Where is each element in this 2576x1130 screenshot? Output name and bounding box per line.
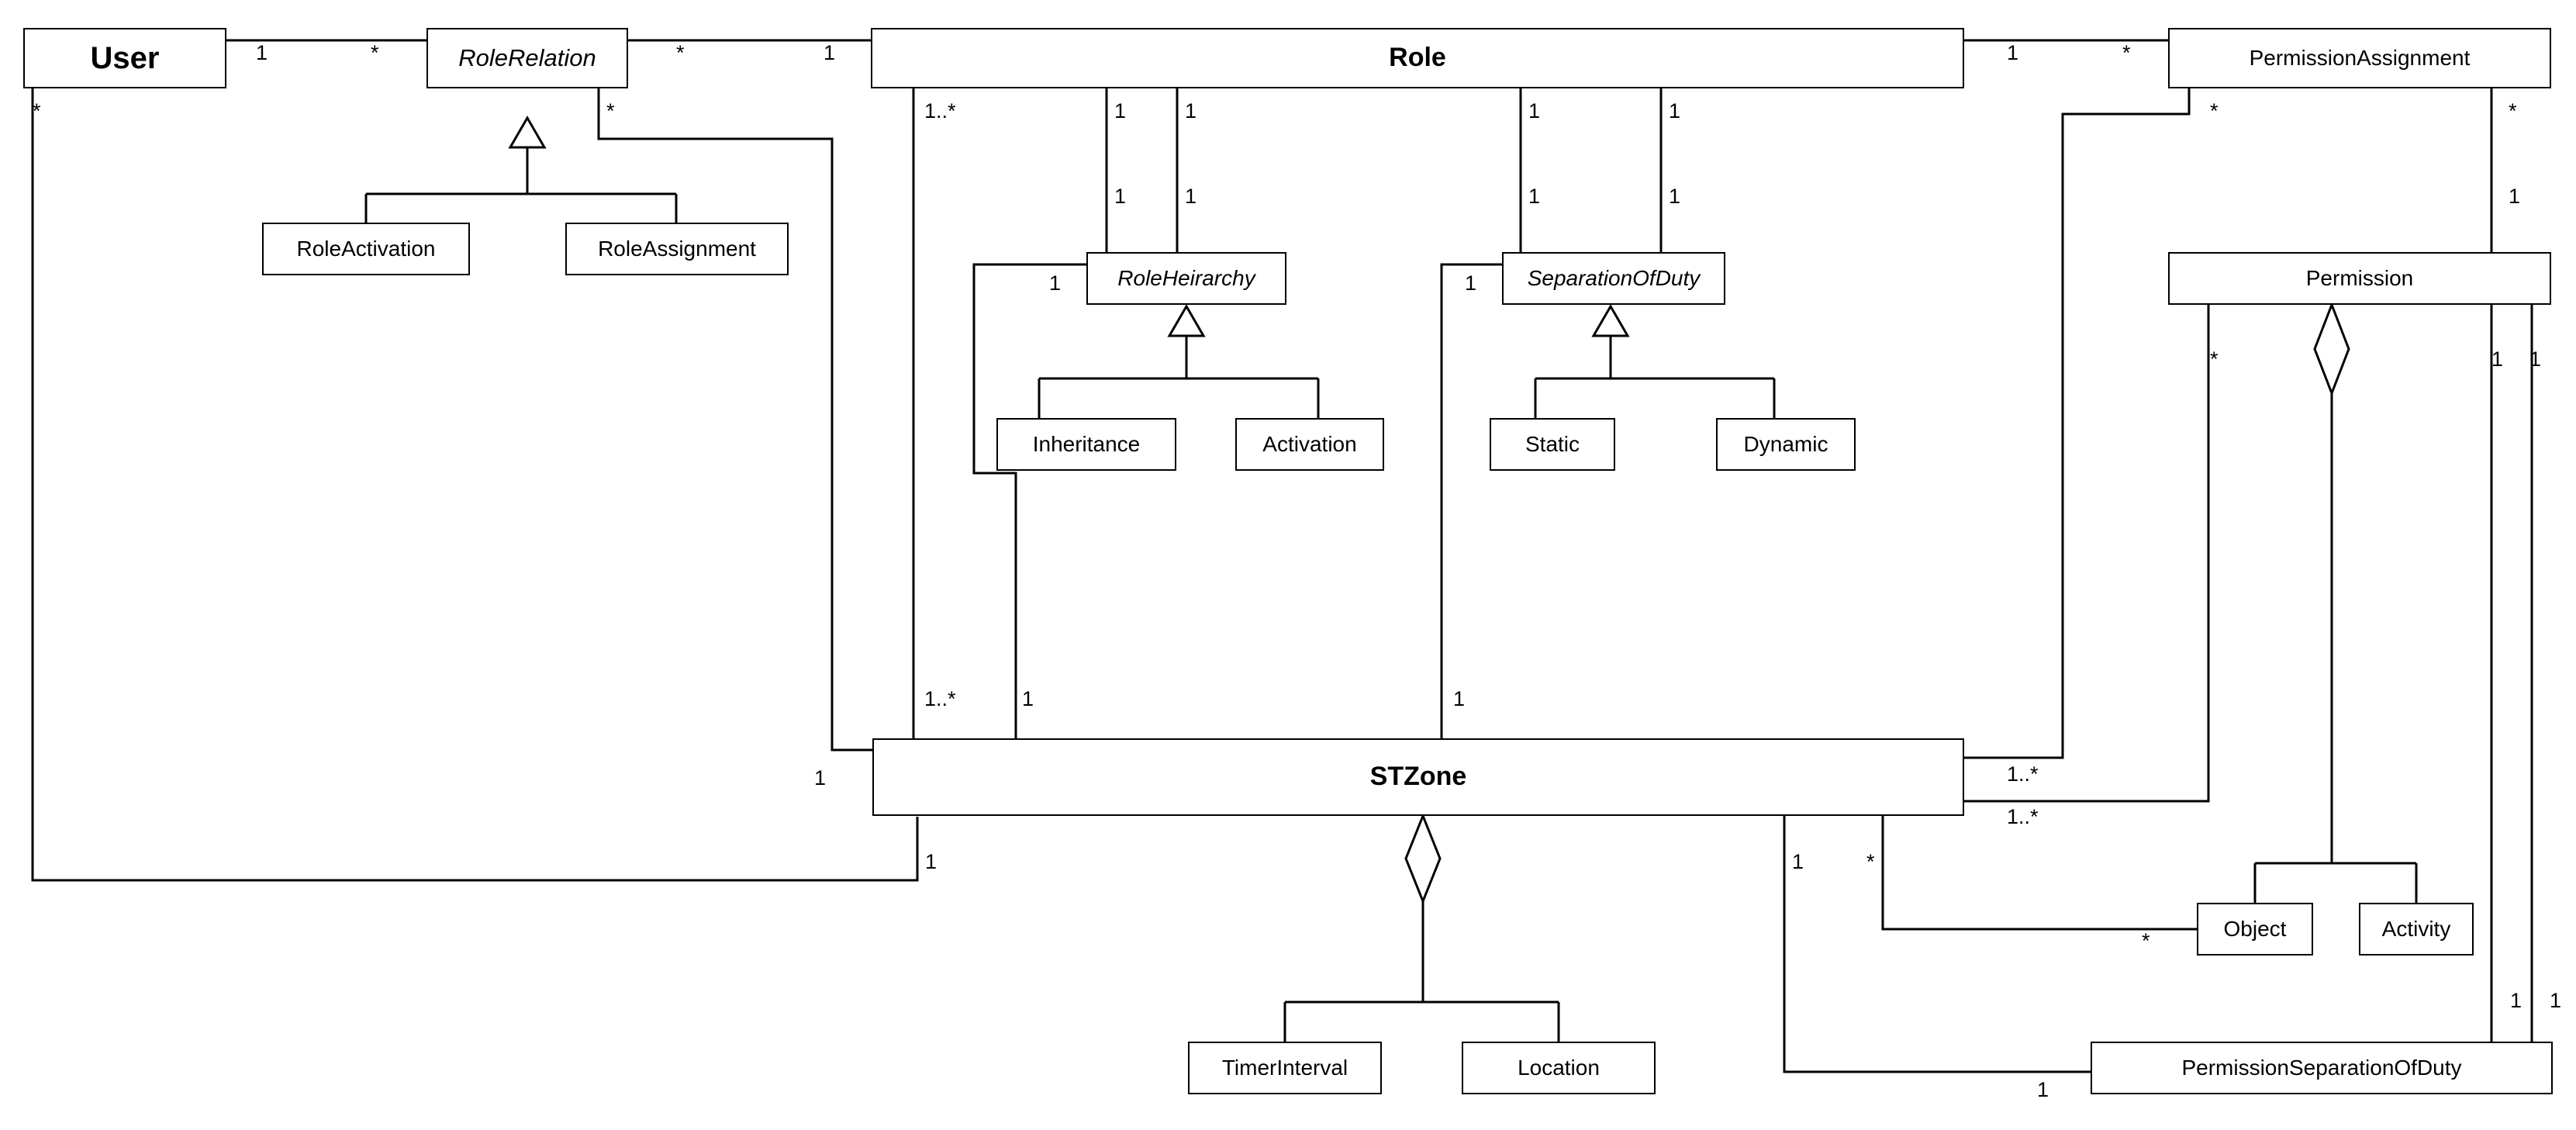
class-name-inheritance: Inheritance bbox=[1032, 431, 1141, 456]
multiplicity-permission-right-b: 1 bbox=[2529, 347, 2542, 371]
multiplicity-role-to-sepofduty-b-upper: 1 bbox=[1669, 99, 1681, 123]
multiplicity-rolerelation-to-role-source: * bbox=[676, 41, 685, 64]
class-name-rolerelation: RoleRelation bbox=[458, 43, 596, 71]
multiplicity-role-to-roleheirarchy-b-lower: 1 bbox=[1185, 185, 1197, 208]
aggregation-diamond-permission bbox=[2313, 301, 2350, 397]
multiplicity-permission-right-a: 1 bbox=[2491, 347, 2504, 371]
multiplicity-user-to-rolerelation-target: * bbox=[371, 41, 379, 64]
multiplicity-stzone-bottom-a: 1 bbox=[1792, 850, 1804, 873]
class-box-role[interactable]: Role bbox=[871, 28, 1964, 88]
multiplicity-sepofduty-left: 1 bbox=[1465, 271, 1477, 295]
class-box-permission[interactable]: Permission bbox=[2168, 252, 2551, 305]
multiplicity-stzone-bottom-b: * bbox=[1866, 850, 1875, 873]
edge-stzone-permsepofduty bbox=[1783, 816, 2091, 1073]
class-box-inheritance[interactable]: Inheritance bbox=[996, 418, 1176, 471]
class-box-permsepofduty[interactable]: PermissionSeparationOfDuty bbox=[2091, 1042, 2553, 1094]
class-name-stzone: STZone bbox=[1369, 762, 1467, 792]
multiplicity-roleheirarchy-to-stzone: 1 bbox=[1022, 687, 1034, 710]
class-name-static: Static bbox=[1525, 431, 1580, 456]
class-box-location[interactable]: Location bbox=[1462, 1042, 1656, 1094]
class-name-sepofduty: SeparationOfDuty bbox=[1527, 265, 1701, 290]
class-name-roleassignment: RoleAssignment bbox=[598, 236, 756, 261]
generalization-arrow-rolerelation bbox=[508, 116, 547, 149]
multiplicity-role-to-sepofduty-b-lower: 1 bbox=[1669, 185, 1681, 208]
class-box-dynamic[interactable]: Dynamic bbox=[1716, 418, 1856, 471]
multiplicity-object-left: * bbox=[2142, 929, 2150, 952]
multiplicity-permsepofduty-left: 1 bbox=[2037, 1078, 2049, 1101]
multiplicity-rolerelation-to-role-target: 1 bbox=[824, 41, 836, 64]
class-name-user: User bbox=[90, 41, 160, 75]
generalization-arrow-separationofduty bbox=[1591, 304, 1630, 337]
multiplicity-stzone-right-lower: 1..* bbox=[2007, 805, 2039, 828]
edge-separationofduty-stzone bbox=[1440, 263, 1502, 738]
class-name-roleactivation: RoleActivation bbox=[296, 236, 436, 261]
class-box-stzone[interactable]: STZone bbox=[872, 738, 1964, 816]
class-name-object: Object bbox=[2223, 916, 2287, 941]
class-box-static[interactable]: Static bbox=[1490, 418, 1615, 471]
multiplicity-user-to-stzone: 1 bbox=[925, 850, 938, 873]
class-box-object[interactable]: Object bbox=[2197, 903, 2313, 955]
class-box-roleheirarchy[interactable]: RoleHeirarchy bbox=[1086, 252, 1286, 305]
multiplicity-role-to-roleheirarchy-b-upper: 1 bbox=[1185, 99, 1197, 123]
class-name-timerinterval: TimerInterval bbox=[1221, 1055, 1348, 1080]
class-name-permission: Permission bbox=[2305, 265, 2414, 290]
multiplicity-permsepofduty-right-b: 1 bbox=[2550, 989, 2562, 1012]
class-name-dynamic: Dynamic bbox=[1743, 431, 1828, 456]
class-name-location: Location bbox=[1518, 1055, 1600, 1080]
class-name-activation: Activation bbox=[1262, 431, 1357, 456]
aggregation-diamond-stzone bbox=[1404, 812, 1442, 905]
multiplicity-roleassignment-down: * bbox=[606, 99, 615, 123]
multiplicity-user-down: * bbox=[33, 99, 41, 123]
class-box-sepofduty[interactable]: SeparationOfDuty bbox=[1502, 252, 1725, 305]
edge-roleheirarchy-stzone bbox=[972, 263, 1086, 738]
class-box-user[interactable]: User bbox=[23, 28, 226, 88]
multiplicity-permassign-down-left: * bbox=[2210, 99, 2219, 123]
class-name-permsepofduty: PermissionSeparationOfDuty bbox=[2181, 1055, 2462, 1080]
multiplicity-role-to-stzone-upper: 1..* bbox=[924, 99, 956, 123]
edge-roleassignment-stzone bbox=[597, 88, 872, 752]
class-box-activity[interactable]: Activity bbox=[2359, 903, 2474, 955]
class-box-permassign[interactable]: PermissionAssignment bbox=[2168, 28, 2551, 88]
multiplicity-role-to-permassign-source: 1 bbox=[2007, 41, 2019, 64]
class-name-role: Role bbox=[1389, 43, 1446, 73]
generalization-arrow-roleheirarchy bbox=[1167, 304, 1206, 337]
multiplicity-role-to-sepofduty-a-lower: 1 bbox=[1528, 185, 1541, 208]
edge-permissionassignment-stzone bbox=[1964, 88, 2191, 759]
multiplicity-roleassignment-to-stzone: 1 bbox=[814, 766, 827, 790]
class-name-activity: Activity bbox=[2381, 916, 2451, 941]
multiplicity-roleheirarchy-left: 1 bbox=[1049, 271, 1062, 295]
class-name-permassign: PermissionAssignment bbox=[2249, 45, 2471, 70]
multiplicity-sepofduty-to-stzone: 1 bbox=[1453, 687, 1466, 710]
multiplicity-permission-left-down: * bbox=[2210, 347, 2219, 371]
edge-permission-stzone bbox=[1964, 305, 2210, 803]
edge-stzone-object bbox=[1881, 816, 2197, 931]
edge-user-stzone bbox=[31, 88, 919, 882]
multiplicity-role-to-sepofduty-a-upper: 1 bbox=[1528, 99, 1541, 123]
multiplicity-stzone-right-upper: 1..* bbox=[2007, 762, 2039, 786]
class-name-roleheirarchy: RoleHeirarchy bbox=[1117, 265, 1255, 290]
class-box-activation[interactable]: Activation bbox=[1235, 418, 1384, 471]
multiplicity-permsepofduty-right-a: 1 bbox=[2510, 989, 2522, 1012]
multiplicity-permassign-to-permission: 1 bbox=[2509, 185, 2521, 208]
multiplicity-role-to-stzone-lower: 1..* bbox=[924, 687, 956, 710]
multiplicity-role-to-roleheirarchy-a-lower: 1 bbox=[1114, 185, 1127, 208]
class-box-timerinterval[interactable]: TimerInterval bbox=[1188, 1042, 1382, 1094]
class-box-roleassignment[interactable]: RoleAssignment bbox=[565, 223, 789, 275]
class-box-rolerelation[interactable]: RoleRelation bbox=[426, 28, 628, 88]
class-box-roleactivation[interactable]: RoleActivation bbox=[262, 223, 470, 275]
multiplicity-permassign-down-right: * bbox=[2509, 99, 2517, 123]
multiplicity-role-to-permassign-target: * bbox=[2122, 41, 2131, 64]
multiplicity-user-to-rolerelation-source: 1 bbox=[256, 41, 268, 64]
multiplicity-role-to-roleheirarchy-a-upper: 1 bbox=[1114, 99, 1127, 123]
